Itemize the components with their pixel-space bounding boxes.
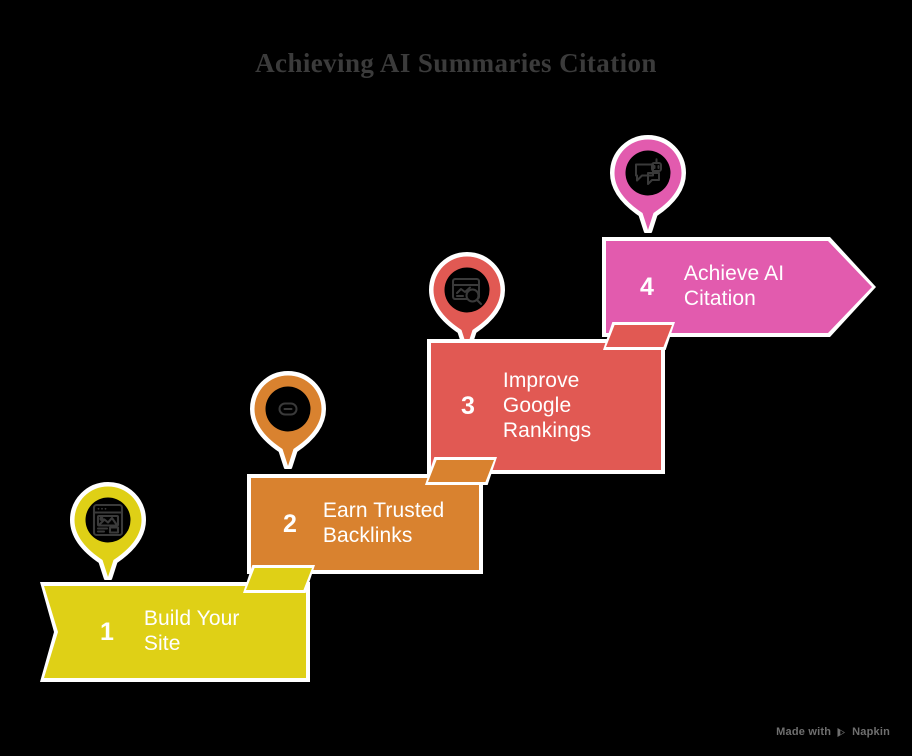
- page-title: Achieving AI Summaries Citation: [255, 48, 657, 78]
- step-3-banner-fill: [431, 343, 661, 470]
- watermark: Made with Napkin: [776, 726, 890, 738]
- step-3-banner[interactable]: 3 Improve Google Rankings: [427, 339, 665, 474]
- napkin-play-icon: [836, 727, 847, 738]
- step-4-number: 4: [640, 272, 654, 301]
- step-3-label: Improve Google Rankings: [502, 369, 592, 442]
- step-4-banner-fill: [606, 241, 872, 333]
- browser-image-icon: [87, 499, 129, 541]
- connector-3-4: [603, 322, 675, 350]
- watermark-brand: Napkin: [852, 726, 890, 738]
- step-2-banner[interactable]: 2 Earn Trusted Backlinks: [247, 474, 483, 574]
- chain-link-icon: [267, 388, 309, 430]
- step-1-number: 1: [100, 617, 114, 646]
- step-1-pin[interactable]: [66, 478, 150, 580]
- step-4-label: Achieve AI Citation: [683, 262, 785, 310]
- step-2-number: 2: [283, 509, 297, 538]
- step-1-banner-fill: [44, 586, 306, 678]
- pin-body: [74, 486, 142, 577]
- connector-1-2: [243, 565, 315, 593]
- watermark-text: Made with: [776, 726, 832, 738]
- step-1-label: Build Your Site: [143, 607, 240, 655]
- step-2-pin[interactable]: [246, 367, 330, 469]
- step-3-pin[interactable]: [425, 248, 509, 350]
- step-2-banner-fill: [251, 478, 479, 570]
- connector-2-3: [425, 457, 497, 485]
- step-4-pin[interactable]: [606, 131, 690, 233]
- step-1-banner[interactable]: 1 Build Your Site: [40, 582, 310, 682]
- step-2-label: Earn Trusted Backlinks: [322, 499, 445, 547]
- browser-search-icon: [446, 269, 488, 311]
- step-4-banner[interactable]: 4 Achieve AI Citation: [602, 237, 876, 337]
- step-3-number: 3: [461, 392, 475, 420]
- chat-robot-icon: [627, 152, 669, 194]
